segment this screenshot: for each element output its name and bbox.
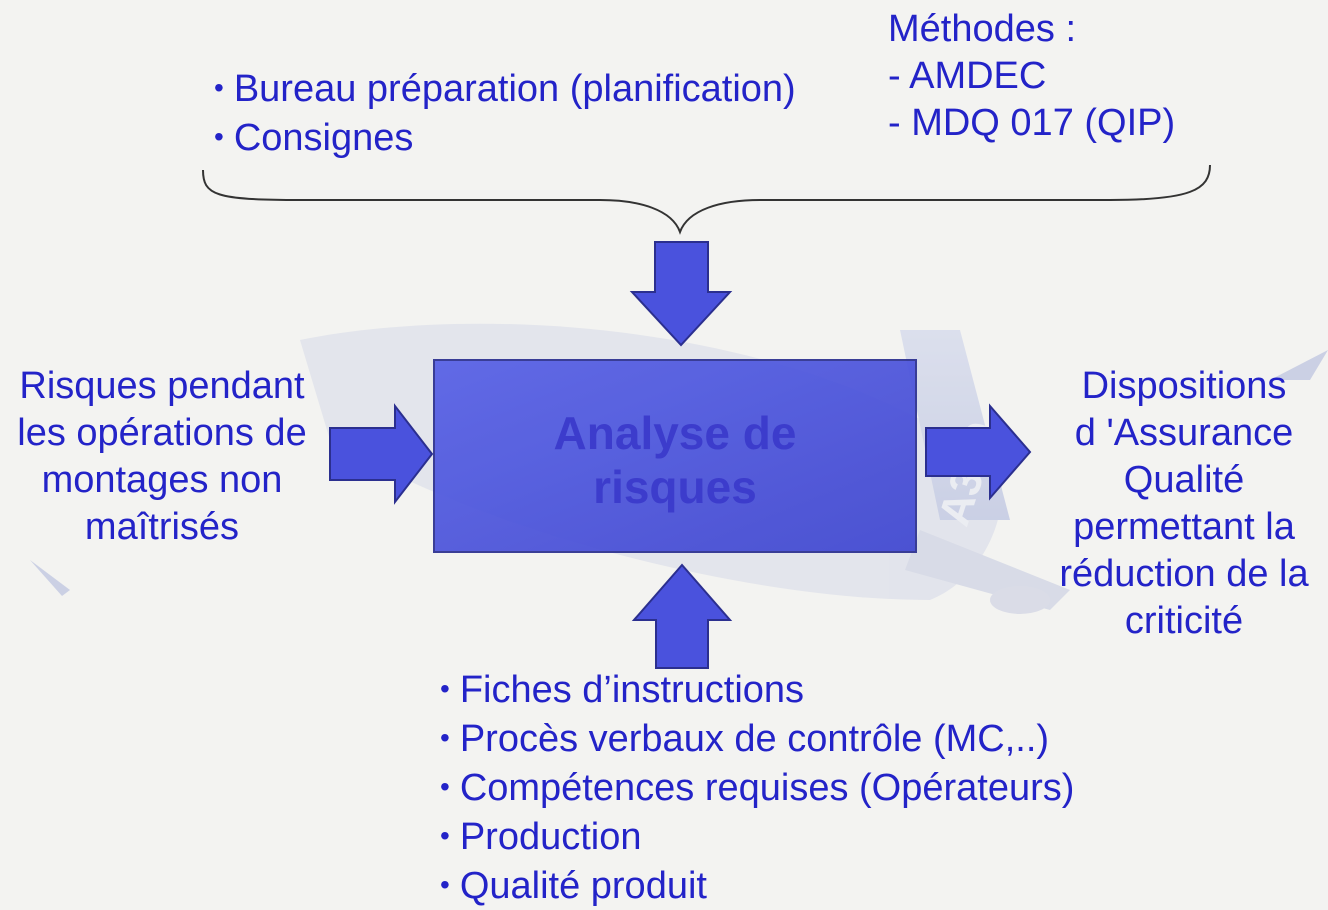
list-item: •Compétences requises (Opérateurs)	[440, 767, 1075, 809]
arrow-down-top	[629, 241, 733, 347]
text-line: Dispositions	[1081, 365, 1287, 407]
text-line: les opérations de	[17, 412, 307, 454]
methods-item: - MDQ 017 (QIP)	[888, 102, 1176, 144]
analysis-box-label: Analyse de risques	[435, 406, 915, 514]
list-item: •Consignes	[214, 117, 414, 159]
box-line: risques	[593, 461, 757, 513]
methods-heading: Méthodes :	[888, 8, 1076, 50]
left-input-text: Risques pendant les opérations de montag…	[4, 363, 320, 551]
arrow-up-bottom	[631, 563, 733, 669]
arrow-right-output	[925, 403, 1032, 501]
text-line: montages non	[41, 459, 283, 501]
text-line: criticité	[1124, 600, 1244, 642]
text-line: d 'Assurance	[1074, 412, 1294, 454]
analysis-box	[433, 359, 917, 553]
list-item: •Production	[440, 816, 642, 858]
bullet-icon: •	[440, 673, 450, 704]
curly-brace	[202, 164, 1211, 235]
text-line: maîtrisés	[84, 506, 240, 548]
bullet-icon: •	[440, 722, 450, 753]
bullet-icon: •	[214, 72, 224, 103]
bullet-icon: •	[214, 121, 224, 152]
text-line: réduction de la	[1059, 553, 1309, 595]
top-left-list: •Bureau préparation (planification) •Con…	[214, 64, 796, 162]
methods-block: Méthodes : - AMDEC - MDQ 017 (QIP)	[888, 6, 1175, 147]
right-output-text: Dispositions d 'Assurance Qualité permet…	[1040, 363, 1328, 645]
list-item: •Qualité produit	[440, 865, 707, 907]
list-item: •Fiches d’instructions	[440, 669, 805, 711]
text-line: Qualité	[1123, 459, 1245, 501]
bullet-icon: •	[440, 771, 450, 802]
bottom-list: •Fiches d’instructions •Procès verbaux d…	[440, 665, 1074, 910]
bullet-icon: •	[440, 820, 450, 851]
text-line: permettant la	[1073, 506, 1295, 548]
methods-item: - AMDEC	[888, 55, 1047, 97]
list-item: •Procès verbaux de contrôle (MC,..)	[440, 718, 1050, 760]
bullet-icon: •	[440, 869, 450, 900]
text-line: Risques pendant	[19, 365, 305, 407]
box-line: Analyse de	[553, 407, 797, 459]
arrow-right-left	[329, 403, 434, 505]
list-item: •Bureau préparation (planification)	[214, 68, 796, 110]
